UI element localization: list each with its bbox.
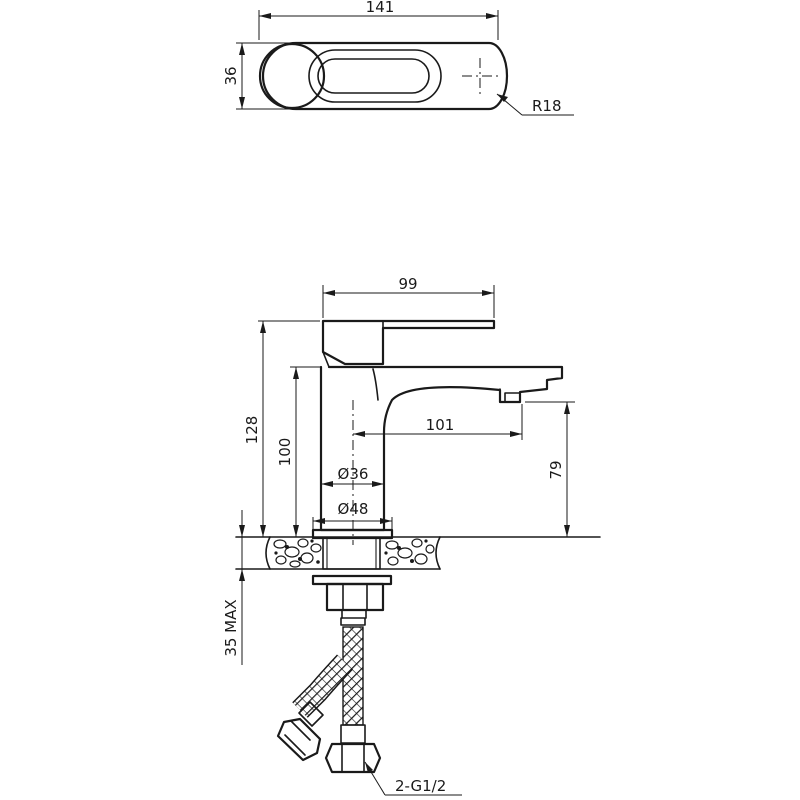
dim-label-d36: Ø36 <box>338 465 369 483</box>
hose-ferrule-bent <box>298 701 324 727</box>
top-view-handle-knob <box>258 42 326 110</box>
arrowhead <box>293 525 299 537</box>
threaded-shank <box>322 537 381 570</box>
arrowhead <box>353 431 365 437</box>
arrowhead <box>510 431 522 437</box>
hose-ferrule-top <box>340 617 366 626</box>
body-contour <box>372 368 379 401</box>
arrowhead <box>564 525 570 537</box>
countertop-stones-right <box>384 538 435 566</box>
arrowhead <box>293 367 299 379</box>
dim-label-g12: 2-G1/2 <box>395 777 446 795</box>
arrowhead <box>482 290 494 296</box>
side-view: 99 128 100 101 79 Ø36 <box>222 275 601 796</box>
arrowhead <box>486 13 498 19</box>
arrowhead <box>259 13 271 19</box>
arrowhead <box>372 481 384 487</box>
dim-label-r18: R18 <box>532 97 562 115</box>
dim-label-128: 128 <box>243 416 261 445</box>
mounting-nut <box>325 582 385 612</box>
mounting-washer <box>311 574 393 586</box>
countertop-break-left <box>265 536 271 570</box>
top-view: 141 36 R18 <box>222 0 574 116</box>
arrowhead <box>497 94 508 102</box>
dim-label-99: 99 <box>398 275 417 293</box>
aerator <box>499 388 521 403</box>
lever-neck <box>322 351 330 368</box>
countertop-break-right <box>435 536 441 570</box>
arrowhead <box>239 43 245 55</box>
arrowhead <box>313 518 325 524</box>
dim-label-101: 101 <box>426 416 455 434</box>
arrowhead <box>239 97 245 109</box>
dim-label-79: 79 <box>547 460 565 479</box>
hose-ferrule-bottom <box>340 724 366 744</box>
hose-nut-straight <box>324 742 382 774</box>
arrowhead <box>239 525 245 537</box>
top-view-slot-outer <box>308 49 442 103</box>
arrowhead <box>321 481 333 487</box>
arrowhead <box>260 321 266 333</box>
dim-label-36: 36 <box>222 66 240 85</box>
hose-bent <box>293 655 352 717</box>
arrowhead <box>260 525 266 537</box>
arrowhead <box>564 402 570 414</box>
aerator-tip <box>504 392 521 403</box>
hose-nut-bent <box>276 717 322 762</box>
arrowhead <box>380 518 392 524</box>
arrowhead <box>365 762 373 773</box>
dim-label-141: 141 <box>366 0 395 16</box>
countertop-stones-left <box>273 538 322 568</box>
dim-label-35max: 35 MAX <box>222 599 240 656</box>
dim-label-d48: Ø48 <box>338 500 369 518</box>
lever-handle <box>321 319 496 366</box>
dim-label-100: 100 <box>276 438 294 467</box>
top-view-outline <box>261 41 509 111</box>
arrowhead <box>239 569 245 581</box>
arrowhead <box>323 290 335 296</box>
top-view-slot-inner <box>317 58 430 94</box>
